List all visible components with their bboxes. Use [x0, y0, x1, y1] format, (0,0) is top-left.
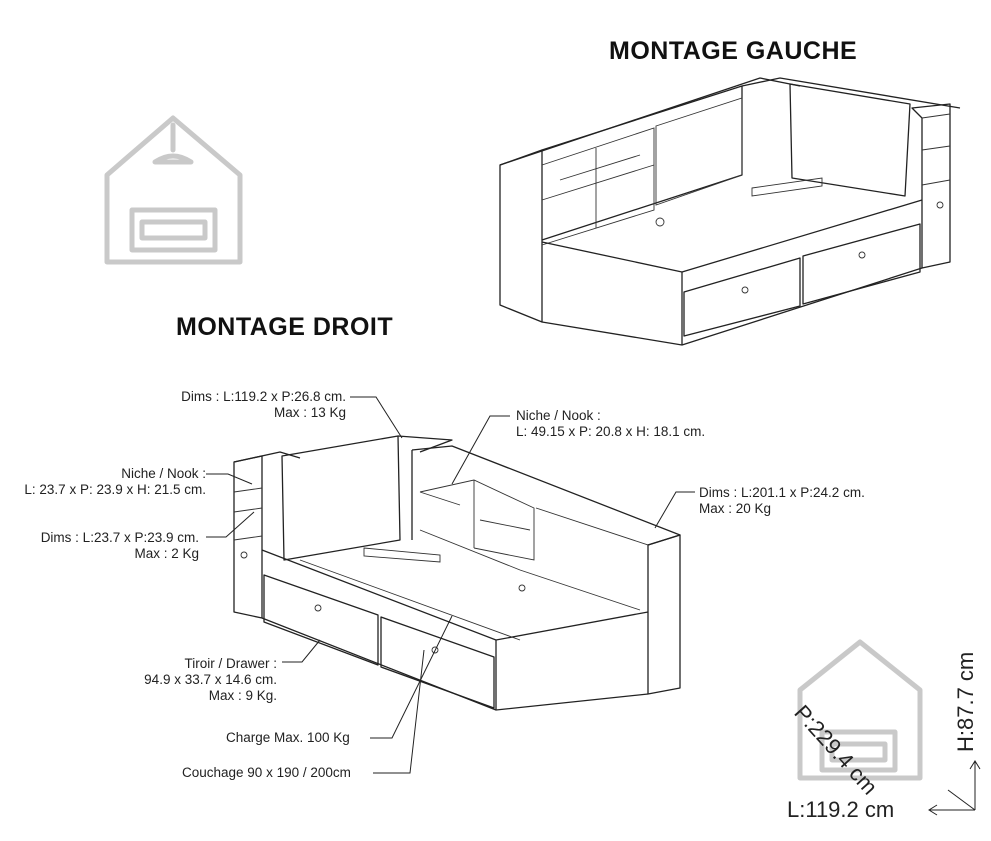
dimension-width: L:119.2 cm — [787, 797, 895, 822]
annotation-couchage: Couchage 90 x 190 / 200cm — [182, 765, 351, 780]
annotation-nook-top: Niche / Nook : L: 49.15 x P: 20.8 x H: 1… — [516, 408, 706, 439]
title-montage-droit: MONTAGE DROIT — [176, 313, 394, 341]
watermark-house-icon-2 — [797, 639, 923, 781]
annotation-back-unit: Dims : L:201.1 x P:24.2 cm. Max : 20 Kg — [699, 485, 865, 516]
bed-right-assembly — [233, 435, 681, 711]
annotation-charge: Charge Max. 100 Kg — [226, 730, 350, 745]
watermark-house-icon — [104, 115, 243, 265]
annotation-headboard: Dims : L:119.2 x P:26.8 cm. Max : 13 Kg — [181, 389, 346, 420]
title-montage-gauche: MONTAGE GAUCHE — [609, 37, 858, 65]
dimension-height: H:87.7 cm — [953, 651, 978, 752]
annotation-side-shelf: Dims : L:23.7 x P:23.9 cm. Max : 2 Kg — [40, 530, 199, 561]
annotation-drawer: Tiroir / Drawer : 94.9 x 33.7 x 14.6 cm.… — [144, 656, 277, 703]
leader-lines — [206, 396, 695, 774]
axis-arrows — [928, 760, 981, 816]
annotation-nook-side: Niche / Nook : L: 23.7 x P: 23.9 x H: 21… — [24, 466, 206, 497]
bed-left-assembly — [499, 77, 961, 346]
